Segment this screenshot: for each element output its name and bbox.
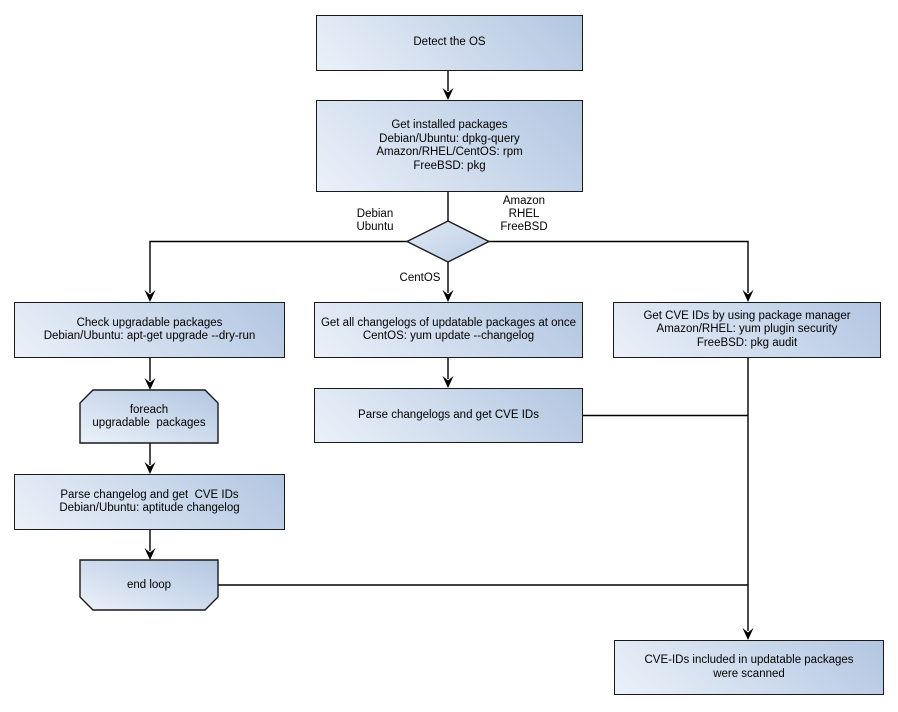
arrowhead [742,628,754,640]
node-get-installed-packages: Get installed packages Debian/Ubuntu: dp… [316,100,583,192]
node-cve-ids-scanned: CVE-IDs included in updatable packages w… [614,640,884,695]
foreach-loop-shape [79,389,219,444]
arrowhead [144,290,156,302]
node-get-all-changelogs: Get all changelogs of updatable packages… [314,302,583,358]
arrowhead [442,376,454,388]
node-get-cve-by-package-manager: Get CVE IDs by using package manager Ama… [613,302,881,358]
os-decision-diamond [405,220,491,263]
node-check-upgradable-packages: Check upgradable packages Debian/Ubuntu:… [14,302,285,358]
edge-decision-to-check-upgradable [149,240,408,293]
arrowhead [442,88,454,100]
node-parse-changelog-aptitude: Parse changelog and get CVE IDs Debian/U… [14,474,285,530]
arrowhead [144,378,156,390]
node-detect-os: Detect the OS [316,15,583,71]
edge-decision-to-get-cve [489,240,749,293]
arrowhead [144,462,156,474]
end-loop-shape [79,559,219,611]
arrowhead [144,548,156,560]
node-parse-changelogs: Parse changelogs and get CVE IDs [314,388,583,443]
arrowhead [442,290,454,302]
arrowhead [742,290,754,302]
